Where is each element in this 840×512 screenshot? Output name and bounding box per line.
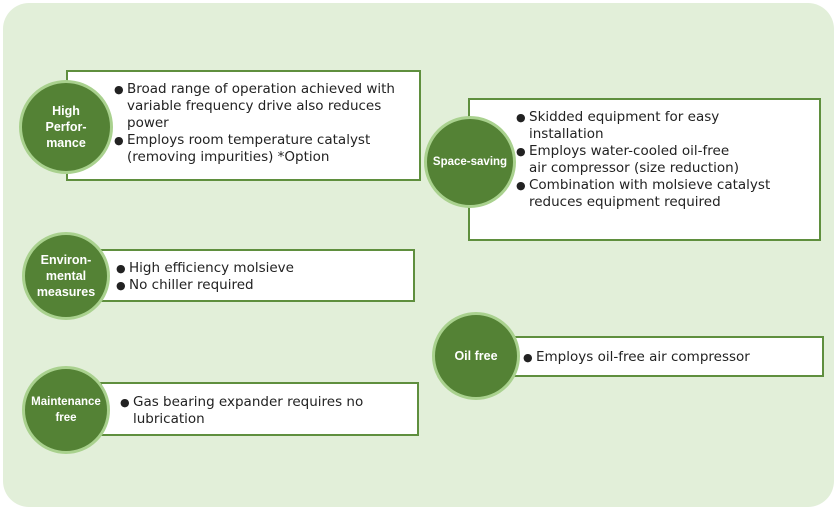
circle-label: Environ-: [40, 253, 92, 267]
circle-label: Space-saving: [432, 156, 508, 168]
feature-box-maintenance-free: Gas bearing expander requires no lubrica…: [100, 382, 419, 436]
circle-label: mance: [46, 136, 86, 150]
bullet: Gas bearing expander requires no lubrica…: [120, 394, 403, 428]
feature-circle-maintenance-free: Maintenance free: [22, 366, 110, 454]
feature-box-space-saving: Skidded equipment for easy installationE…: [468, 98, 821, 241]
circle-label: mental: [45, 269, 87, 283]
feature-circle-environmental: Environ-mental measures: [22, 232, 110, 320]
circle-label: Maintenance: [31, 396, 101, 408]
bullet: Broad range of operation achieved with v…: [114, 81, 419, 132]
feature-circle-oil-free: Oil free: [432, 312, 520, 400]
bullet: Employs oil-free air compressor: [523, 349, 822, 366]
feature-circle-space-saving: Space-saving: [424, 116, 516, 208]
circle-label: High: [52, 104, 80, 118]
bullet: Combination with molsieve catalyst reduc…: [516, 177, 809, 211]
feature-box-high-performance: Broad range of operation achieved with v…: [66, 70, 421, 181]
circle-label: Oil free: [454, 349, 498, 363]
feature-box-oil-free: Employs oil-free air compressor: [505, 336, 824, 377]
circle-label: free: [55, 412, 77, 424]
circle-label: measures: [36, 285, 96, 299]
bullet: No chiller required: [116, 277, 413, 294]
circle-label: Perfor-: [45, 120, 87, 134]
bullet: Employs room temperature catalyst (remov…: [114, 132, 419, 166]
feature-box-environmental: High efficiency molsieveNo chiller requi…: [100, 249, 415, 302]
bullet: High efficiency molsieve: [116, 260, 413, 277]
bullet: Employs water-cooled oil-free air compre…: [516, 143, 749, 177]
bullet: Skidded equipment for easy installation: [516, 109, 729, 143]
